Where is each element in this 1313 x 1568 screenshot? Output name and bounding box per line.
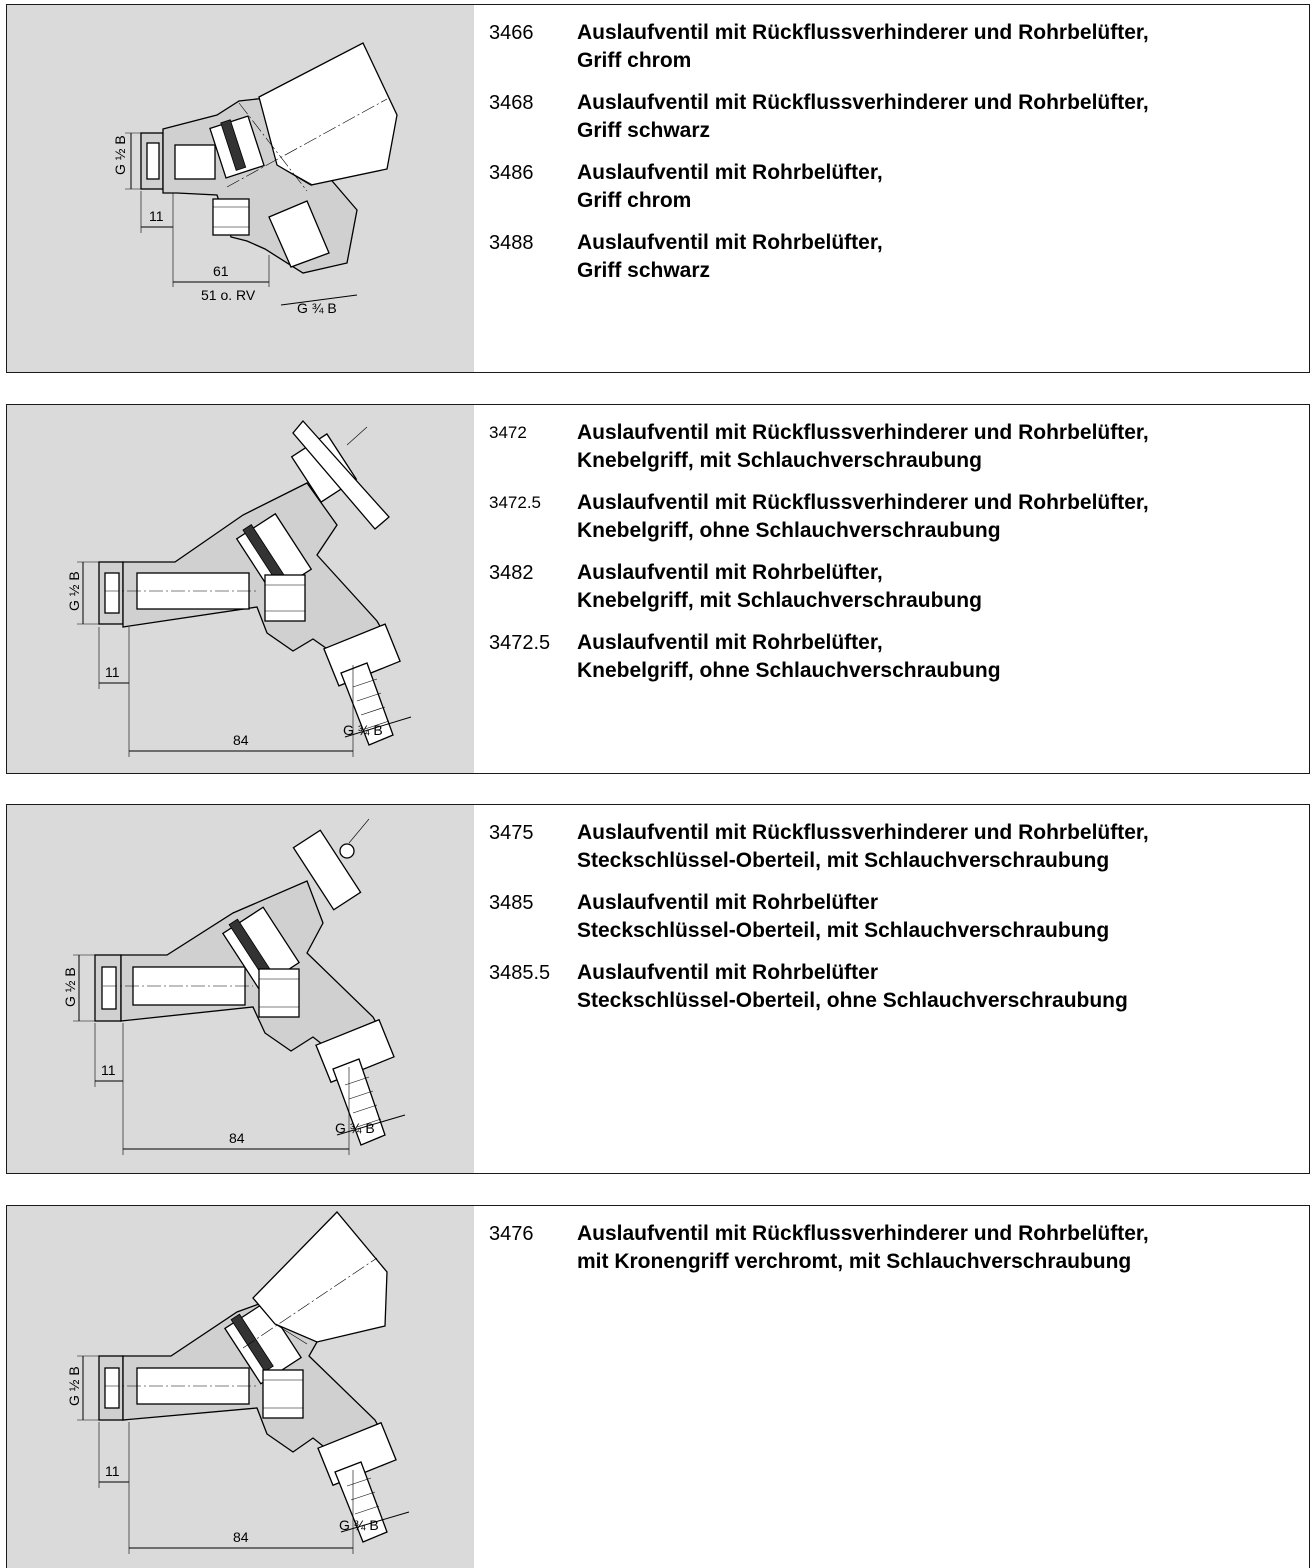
product-description: Auslaufventil mit Rückflussverhinderer u… <box>577 491 1149 542</box>
product-code: 3468 <box>489 92 534 114</box>
dim-len-a: 11 <box>101 1062 116 1078</box>
product-item: 3472 Auslaufventil mit Rückflussverhinde… <box>489 419 1299 475</box>
product-item: 3472.5 Auslaufventil mit Rückflussverhin… <box>489 489 1299 545</box>
product-list-3: 3475 Auslaufventil mit Rückflussverhinde… <box>489 819 1299 1029</box>
product-code: 3488 <box>489 232 534 254</box>
product-item: 3475 Auslaufventil mit Rückflussverhinde… <box>489 819 1299 875</box>
product-item: 3466 Auslaufventil mit Rückflussverhinde… <box>489 19 1299 75</box>
product-code: 3485.5 <box>489 962 551 984</box>
dim-len-a: 11 <box>105 664 120 680</box>
dim-len-b: 84 <box>229 1130 245 1146</box>
crown-handle-shape <box>252 1211 388 1343</box>
dim-len-a: 11 <box>105 1463 120 1479</box>
product-description: Auslaufventil mit Rückflussverhinderer u… <box>577 421 1149 472</box>
product-code: 3485 <box>489 892 534 914</box>
product-list-2: 3472 Auslaufventil mit Rückflussverhinde… <box>489 419 1299 699</box>
dim-thread-in: G ½ B <box>66 1366 82 1406</box>
technical-drawing-3: G ½ B 11 84 G ¾ B <box>7 805 474 1173</box>
product-item: 3482 Auslaufventil mit Rohrbelüfter, Kne… <box>489 559 1299 615</box>
product-code: 3475 <box>489 822 534 844</box>
product-description: Auslaufventil mit Rohrbelüfter, Griff sc… <box>577 231 883 282</box>
product-description: Auslaufventil mit Rückflussverhinderer u… <box>577 21 1149 72</box>
dim-thread-out: G ¾ B <box>343 722 383 738</box>
product-code: 3472.5 <box>489 493 541 512</box>
product-item: 3485 Auslaufventil mit Rohrbelüfter Stec… <box>489 889 1299 945</box>
product-item: 3485.5 Auslaufventil mit Rohrbelüfter St… <box>489 959 1299 1015</box>
product-description: Auslaufventil mit Rückflussverhinderer u… <box>577 821 1149 872</box>
dim-thread-in: G ½ B <box>112 135 128 175</box>
product-panel-1: G ½ B 11 61 51 o. RV G ¾ B 3466 Auslaufv… <box>6 4 1310 373</box>
product-item: 3486 Auslaufventil mit Rohrbelüfter, Gri… <box>489 159 1299 215</box>
valve-drawing-svg: G ½ B 11 84 G ¾ B <box>66 1211 410 1554</box>
product-list-4: 3476 Auslaufventil mit Rückflussverhinde… <box>489 1220 1299 1290</box>
valve-drawing-svg: G ½ B 11 84 G ¾ B <box>66 420 412 757</box>
product-description: Auslaufventil mit Rohrbelüfter Steckschl… <box>577 961 1128 1012</box>
dim-thread-out: G ¾ B <box>335 1120 375 1136</box>
dim-thread-out: G ¾ B <box>297 300 337 316</box>
product-item: 3476 Auslaufventil mit Rückflussverhinde… <box>489 1220 1299 1276</box>
product-panel-3: G ½ B 11 84 G ¾ B 3475 Auslaufventil mit… <box>6 804 1310 1174</box>
technical-drawing-4: G ½ B 11 84 G ¾ B <box>7 1206 474 1568</box>
product-code: 3466 <box>489 22 534 44</box>
product-description: Auslaufventil mit Rückflussverhinderer u… <box>577 1222 1149 1273</box>
product-code: 3486 <box>489 162 534 184</box>
technical-drawing-1: G ½ B 11 61 51 o. RV G ¾ B <box>7 5 474 372</box>
technical-drawing-2: G ½ B 11 84 G ¾ B <box>7 405 474 773</box>
valve-drawing-svg: G ½ B 11 84 G ¾ B <box>62 818 406 1155</box>
dim-thread-out: G ¾ B <box>339 1517 379 1533</box>
product-description: Auslaufventil mit Rohrbelüfter, Knebelgr… <box>577 631 1001 682</box>
handle-shape <box>258 42 398 186</box>
product-code: 3472 <box>489 423 527 442</box>
product-panel-2: G ½ B 11 84 G ¾ B 3472 Auslaufventil mit… <box>6 404 1310 774</box>
dim-thread-in: G ½ B <box>62 967 78 1007</box>
product-code: 3472.5 <box>489 632 551 654</box>
product-list-1: 3466 Auslaufventil mit Rückflussverhinde… <box>489 19 1299 299</box>
product-description: Auslaufventil mit Rohrbelüfter Steckschl… <box>577 891 1110 942</box>
product-item: 3468 Auslaufventil mit Rückflussverhinde… <box>489 89 1299 145</box>
dim-len-c: 51 o. RV <box>201 287 256 303</box>
dim-len-b: 61 <box>213 263 229 279</box>
dim-thread-in: G ½ B <box>66 571 82 611</box>
dim-len-b: 84 <box>233 1529 249 1545</box>
dim-len-b: 84 <box>233 732 249 748</box>
product-item: 3472.5 Auslaufventil mit Rohrbelüfter, K… <box>489 629 1299 685</box>
product-description: Auslaufventil mit Rohrbelüfter, Knebelgr… <box>577 561 982 612</box>
product-code: 3476 <box>489 1223 534 1245</box>
product-description: Auslaufventil mit Rohrbelüfter, Griff ch… <box>577 161 883 212</box>
dim-len-a: 11 <box>149 208 164 224</box>
product-code: 3482 <box>489 562 534 584</box>
valve-drawing-svg: G ½ B 11 61 51 o. RV G ¾ B <box>112 42 398 316</box>
product-description: Auslaufventil mit Rückflussverhinderer u… <box>577 91 1149 142</box>
product-item: 3488 Auslaufventil mit Rohrbelüfter, Gri… <box>489 229 1299 285</box>
product-panel-4: G ½ B 11 84 G ¾ B 3476 Auslaufventil mit… <box>6 1205 1310 1568</box>
